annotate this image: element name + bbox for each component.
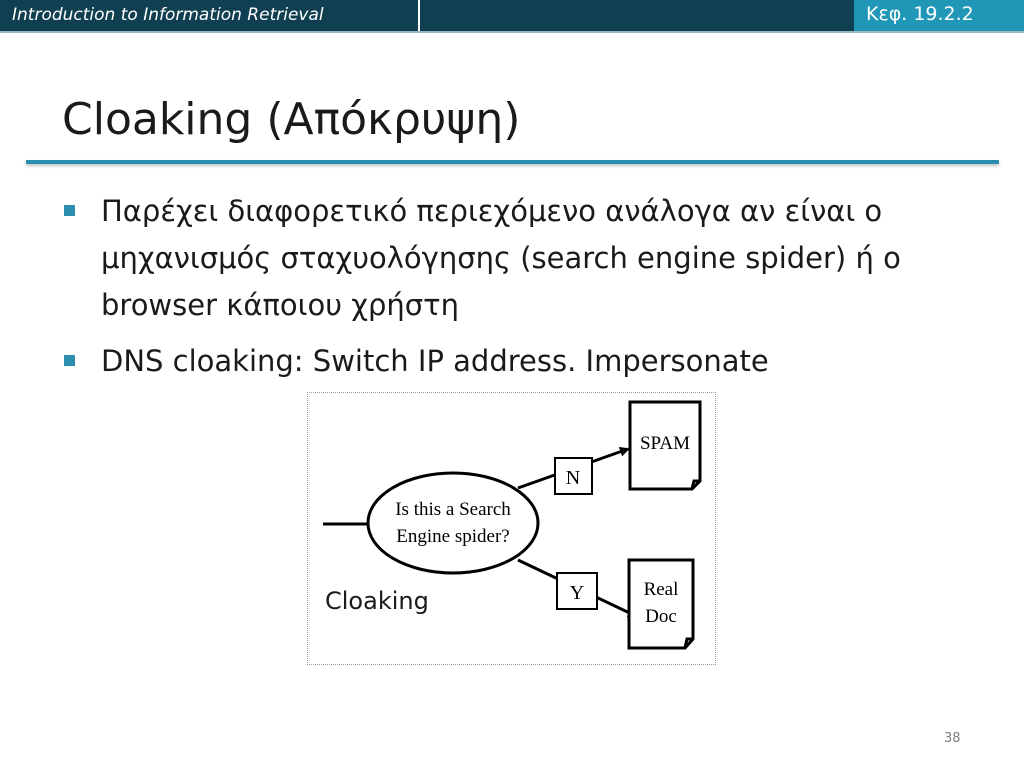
header-underline [0,31,1024,33]
decision-question-line1: Is this a Search [395,499,511,520]
chapter-label: Κεφ. 19.2.2 [866,3,974,25]
header-bar: Introduction to Information Retrieval Κε… [0,0,1024,33]
bullet-item: Παρέχει διαφορετικό περιεχόμενο ανάλογα … [64,188,974,329]
bullet-text: DNS cloaking: Switch IP address. Imperso… [101,344,769,378]
bullet-square-icon [64,355,75,366]
header-middle-band [420,0,854,31]
no-branch-box [554,457,593,495]
bullet-text: Παρέχει διαφορετικό περιεχόμενο ανάλογα … [101,194,901,322]
decision-ellipse [366,471,540,575]
title-divider [26,160,999,164]
slide-title: Cloaking (Απόκρυψη) [62,94,521,145]
cloaking-diagram-svg: Is this a Search Engine spider? N Y SPAM… [323,400,702,650]
no-branch-label: N [566,467,580,489]
cloaking-diagram: Is this a Search Engine spider? N Y SPAM… [307,392,716,665]
real-doc-label-line2: Doc [645,606,677,627]
decision-question-line2: Engine spider? [396,526,509,547]
spam-label: SPAM [640,433,690,454]
diagram-caption: Cloaking [325,587,429,615]
header-left-band [0,0,418,31]
yes-branch-label: Y [570,582,584,604]
yes-branch-box [556,572,598,610]
real-doc-label-line1: Real [644,579,679,600]
bullet-item: DNS cloaking: Switch IP address. Imperso… [64,338,974,385]
real-document-icon [627,558,695,650]
spam-document-icon [628,400,702,491]
course-title: Introduction to Information Retrieval [12,5,324,25]
header-chapter-band [854,0,1024,31]
bullet-square-icon [64,205,75,216]
page-number: 38 [944,731,961,746]
